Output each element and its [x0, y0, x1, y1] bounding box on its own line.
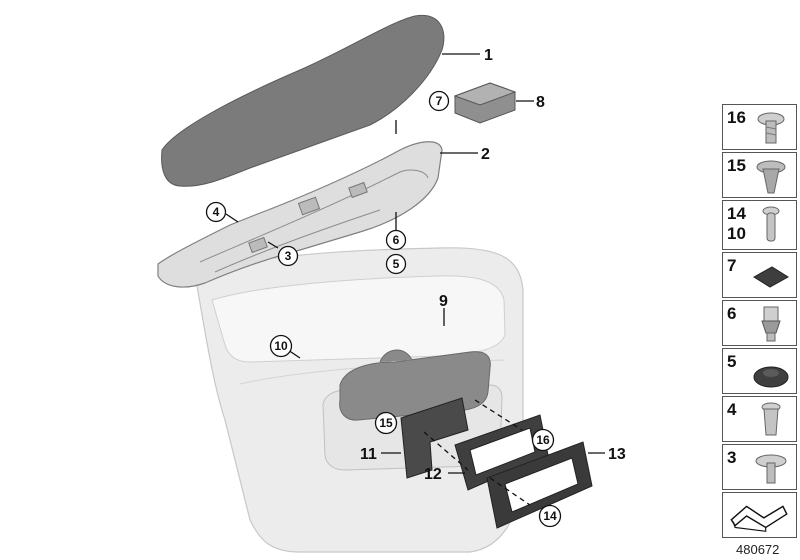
callout-2: 2: [481, 146, 490, 163]
clip-nut-icon: [761, 306, 781, 342]
callout-11: 11: [360, 446, 377, 463]
fastener-label: 5: [727, 352, 737, 371]
fastener-box-15: 15: [722, 152, 797, 198]
circled-callouts: 7 4 3 6 5 10 15 16 14: [205, 90, 562, 528]
rubber-buffer-icon: [753, 366, 789, 388]
callout-15: 15: [379, 416, 393, 430]
fastener-box-7: 7: [722, 252, 797, 298]
foam-pad-icon: [753, 266, 789, 288]
license-holder-13: [486, 441, 593, 529]
callout-8: 8: [536, 94, 545, 111]
callout-4: 4: [213, 205, 220, 219]
callout-3: 3: [285, 249, 292, 263]
torx-screw-icon: [757, 112, 785, 144]
fastener-label: 16: [727, 108, 746, 127]
callout-12: 12: [424, 466, 442, 483]
fastener-box-14-10: 14 10: [722, 200, 797, 250]
fastener-label: 7: [727, 256, 737, 275]
fastener-box-16: 16: [722, 104, 797, 150]
callout-6: 6: [393, 233, 400, 247]
foam-pad-8: [453, 82, 517, 124]
fastener-label: 15: [727, 156, 746, 175]
fastener-label: 14: [727, 204, 746, 223]
callout-1: 1: [484, 47, 493, 64]
fastener-label: 6: [727, 304, 737, 323]
expanding-rivet-icon: [756, 160, 786, 194]
license-frame-11: [400, 397, 469, 479]
callout-9: 9: [439, 293, 448, 310]
spoiler: [161, 14, 445, 187]
callout-5: 5: [393, 257, 400, 271]
callout-14: 14: [543, 509, 557, 523]
fastener-box-3: 3: [722, 444, 797, 490]
fastener-box-bracket: [722, 492, 797, 538]
callout-13: 13: [608, 446, 626, 463]
fastener-box-5: 5: [722, 348, 797, 394]
fastener-label: 4: [727, 400, 737, 419]
expanding-nut-icon: [761, 402, 781, 436]
fastener-box-4: 4: [722, 396, 797, 442]
spoiler-bracket: [157, 141, 443, 288]
callout-7: 7: [436, 94, 443, 108]
diagram-id: 480672: [736, 542, 780, 557]
fastener-box-6: 6: [722, 300, 797, 346]
bracket-arrow-icon: [730, 505, 788, 532]
screw-icon: [762, 206, 780, 242]
flange-screw-icon: [755, 454, 787, 484]
leader-lines: [225, 53, 605, 506]
fastener-label-secondary: 10: [727, 224, 746, 243]
callout-10: 10: [274, 339, 288, 353]
callout-16: 16: [536, 433, 550, 447]
fastener-label: 3: [727, 448, 737, 467]
